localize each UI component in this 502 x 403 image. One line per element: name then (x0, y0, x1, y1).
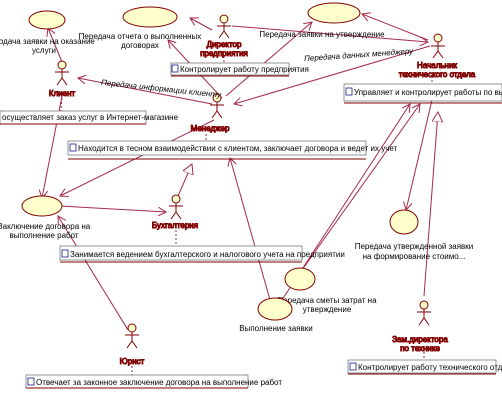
svg-text:Клиент: Клиент (49, 89, 76, 98)
note-director[interactable]: Контролирует работу предприятия (170, 62, 309, 77)
note-deputy[interactable]: Контролирует работу технического отдела (347, 359, 502, 375)
note-icon (345, 87, 353, 96)
assoc-client-submit (48, 28, 63, 63)
actor-accounting[interactable]: Бухгалтерия (151, 194, 199, 231)
assoc-contract-accounting (59, 205, 166, 212)
svg-text:Менеджер: Менеджер (191, 124, 230, 133)
assoc-info-to-client (78, 78, 213, 105)
usecase-contract-line1: Заключение договора на (0, 222, 91, 231)
actor-accounting-name: Бухгалтерия (152, 221, 198, 230)
svg-text:Юрист: Юрист (120, 357, 145, 366)
actor-lawyer-name: Юрист (120, 357, 145, 366)
actor-chief-name2: технического отдела (399, 70, 476, 79)
note-accounting[interactable]: Занимается ведением бухгалтерского и нал… (59, 245, 345, 263)
usecase-approval-line1: Передача заявки на утверждение (259, 30, 385, 39)
note-manager[interactable]: Находится в тесном взаимодействии с клие… (67, 140, 398, 160)
note-icon (171, 64, 179, 73)
generalization-accounting-manager (177, 164, 192, 197)
svg-text:Бухгалтерия: Бухгалтерия (152, 221, 198, 230)
note-lawyer[interactable]: Отвечает за законное заключение договора… (25, 374, 282, 389)
actor-director-name1: Директор (207, 40, 242, 49)
usecase-execution[interactable]: Выполнение заявки (239, 297, 313, 333)
assoc-manager-contract (60, 119, 215, 196)
usecase-estimate-line2: утверждение (303, 305, 352, 314)
assoc-lawyer-contract (58, 216, 129, 331)
actor-deputy-name2: по технике (400, 344, 440, 353)
note-director-text: Контролирует работу предприятия (180, 65, 309, 74)
usecase-report-line2: договорах (121, 41, 159, 50)
note-manager-text: Находится в тесном взаимодействии с клие… (78, 144, 398, 153)
actor-manager[interactable]: Менеджер (190, 93, 230, 134)
assoc-estimate-chief (301, 104, 420, 271)
note-client-text: осуществляет заказ услуг в Интернет-мага… (2, 113, 179, 122)
actor-deputy-name1: Зам.директора (392, 335, 448, 344)
actor-director-name2: предприятия (200, 49, 248, 58)
actor-lawyer[interactable]: Юрист (119, 323, 145, 367)
note-icon (69, 143, 77, 152)
actor-client-name: Клиент (49, 89, 76, 98)
usecase-contract-line2: выполнение работ (9, 231, 78, 240)
connectors (42, 14, 438, 375)
assoc-label-info-to-client: Передача информации клиенту (101, 78, 223, 100)
actor-chief-name1: Начальник (417, 61, 457, 70)
svg-text:Передача заявки на утверждение: Передача заявки на утверждение (259, 30, 385, 39)
usecase-estimate-line1: Передача сметы затрат на (277, 296, 377, 305)
usecase-approved-transfer-line1: Передача утвержденной заявки (355, 242, 474, 251)
note-icon (27, 377, 35, 386)
note-icon (61, 249, 69, 258)
note-client[interactable]: осуществляет заказ услуг в Интернет-мага… (0, 110, 179, 125)
note-accounting-text: Занимается ведением бухгалтерского и нал… (70, 250, 345, 259)
actor-client[interactable]: Клиент (48, 60, 76, 99)
generalization-deputy-chief (423, 112, 438, 297)
assoc-data-to-manager (234, 45, 431, 104)
note-icon (349, 362, 357, 371)
assoc-chief-approval (362, 14, 429, 41)
assoc-director-chief (231, 25, 428, 42)
usecase-submit-line2: услуги (32, 46, 56, 55)
assoc-chief-approved-transfer (406, 99, 433, 210)
usecase-approval[interactable]: Передача заявки на утверждение (259, 2, 385, 39)
note-chief-text: Управляет и контролирует работы по выпол… (354, 88, 502, 97)
usecase-report-line1: Передача отчета о выполненных (79, 32, 202, 41)
note-deputy-text: Контролирует работу технического отдела (358, 363, 502, 372)
assoc-manager-approval (225, 22, 312, 97)
assoc-label-manager-data: Передача данных менеджеру (304, 47, 415, 64)
svg-text:Выполнение заявки: Выполнение заявки (239, 324, 312, 333)
notes: осуществляет заказ услуг в Интернет-мага… (0, 62, 502, 389)
actor-manager-name: Менеджер (191, 124, 230, 133)
note-lawyer-text: Отвечает за законное заключение договора… (36, 378, 282, 387)
assoc-execution-manager (230, 158, 271, 301)
usecase-execution-line1: Выполнение заявки (239, 324, 312, 333)
usecase-approved-transfer-line2: на формирование стоимо... (363, 252, 466, 261)
note-chief[interactable]: Управляет и контролирует работы по выпол… (343, 83, 502, 104)
assoc-director-report (190, 18, 213, 31)
usecase-submit-line1: Подача заявки на оказание (0, 37, 95, 46)
